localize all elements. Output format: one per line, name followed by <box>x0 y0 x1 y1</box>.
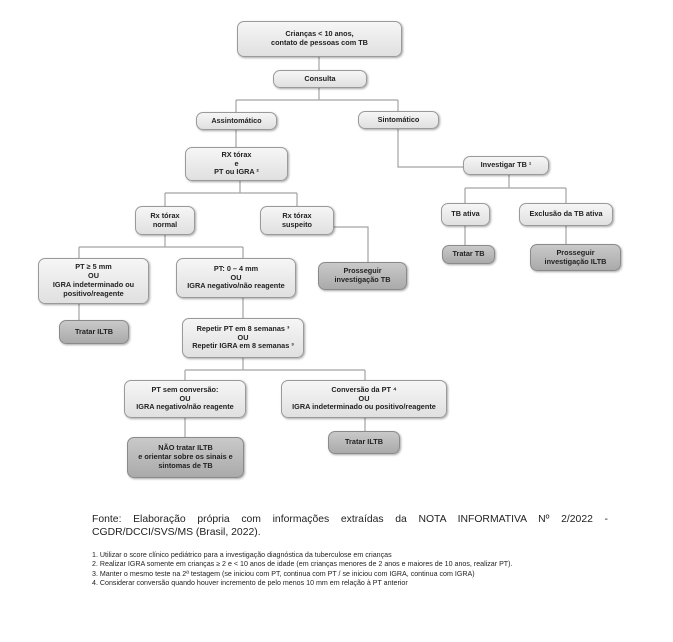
node-start-text: Crianças < 10 anos, contato de pessoas c… <box>271 29 368 47</box>
connector-sintomatico-investigar <box>397 129 463 168</box>
node-sintomatico: Sintomático <box>358 111 439 129</box>
node-sintomatico-text: Sintomático <box>377 114 420 124</box>
connector-investigar-branches <box>464 175 567 203</box>
node-pt-0-4-text: PT: 0 – 4 mm OU IGRA negativo/não reagen… <box>187 263 285 291</box>
connector-repetir-branches <box>184 358 366 380</box>
node-start: Crianças < 10 anos, contato de pessoas c… <box>237 21 402 57</box>
node-repetir-text: Repetir PT em 8 semanas ³ OU Repetir IGR… <box>192 323 294 351</box>
node-pt-sem-conversao: PT sem conversão: OU IGRA negativo/não r… <box>124 380 246 418</box>
node-assintomatico: Assintomático <box>196 112 277 130</box>
node-nao-tratar-iltb: NÃO tratar ILTB e orientar sobre os sina… <box>127 437 244 478</box>
node-exclusao-tb: Exclusão da TB ativa <box>519 203 613 226</box>
node-conversao-pt: Conversão da PT ⁴ OU IGRA indeterminado … <box>281 380 447 418</box>
connector-normal-branches <box>78 235 244 258</box>
node-tratar-tb-text: Tratar TB <box>452 249 485 259</box>
node-prosseguir-iltb-text: Prosseguir investigação ILTB <box>544 247 607 266</box>
node-consulta: Consulta <box>273 70 367 88</box>
node-pt-sem-conversao-text: PT sem conversão: OU IGRA negativo/não r… <box>136 384 234 412</box>
node-rx-normal-text: Rx tórax normal <box>150 210 180 229</box>
node-tratar-iltb-1: Tratar ILTB <box>59 320 129 344</box>
footnote-1: 1. Utilizar o score clínico pediátrico p… <box>92 551 392 559</box>
connector-consulta-branches <box>235 88 399 112</box>
node-tratar-iltb-2-text: Tratar ILTB <box>345 437 383 447</box>
node-rx-normal: Rx tórax normal <box>135 206 195 235</box>
node-conversao-pt-text: Conversão da PT ⁴ OU IGRA indeterminado … <box>292 384 436 412</box>
node-repetir: Repetir PT em 8 semanas ³ OU Repetir IGR… <box>182 318 304 358</box>
node-investigar-tb-text: Investigar TB ¹ <box>480 160 532 170</box>
node-investigar-tb: Investigar TB ¹ <box>463 156 549 175</box>
node-tratar-iltb-2: Tratar ILTB <box>328 431 400 454</box>
node-rx-pt-igra: RX tórax e PT ou IGRA ² <box>185 147 288 181</box>
node-pt-5mm: PT ≥ 5 mm OU IGRA indeterminado ou posit… <box>38 258 149 304</box>
footnote-2: 2. Realizar IGRA somente em crianças ≥ 2… <box>92 560 513 569</box>
footnote-3: 3. Manter o mesmo teste na 2ª testagem (… <box>92 569 475 578</box>
node-tb-ativa: TB ativa <box>441 203 490 226</box>
node-tratar-tb: Tratar TB <box>442 245 495 264</box>
connector-rx-branches <box>164 181 298 206</box>
node-pt-0-4: PT: 0 – 4 mm OU IGRA negativo/não reagen… <box>176 258 296 298</box>
source-caption: Fonte: Elaboração própria com informaçõe… <box>92 514 608 538</box>
node-nao-tratar-iltb-text: NÃO tratar ILTB e orientar sobre os sina… <box>138 443 233 470</box>
node-prosseguir-tb-text: Prosseguir investigação TB <box>334 266 391 284</box>
node-tb-ativa-text: TB ativa <box>451 209 480 219</box>
node-pt-5mm-text: PT ≥ 5 mm OU IGRA indeterminado ou posit… <box>52 262 135 298</box>
node-tratar-iltb-1-text: Tratar ILTB <box>75 326 113 336</box>
node-rx-suspeito-text: Rx tórax suspeito <box>281 210 312 229</box>
node-rx-suspeito: Rx tórax suspeito <box>260 206 334 235</box>
node-exclusao-tb-text: Exclusão da TB ativa <box>529 209 603 219</box>
node-prosseguir-tb: Prosseguir investigação TB <box>318 262 407 290</box>
footnotes: 1. Utilizar o score clínico pediátrico p… <box>92 551 652 589</box>
node-consulta-text: Consulta <box>304 73 336 83</box>
node-rx-pt-igra-text: RX tórax e PT ou IGRA ² <box>214 149 259 177</box>
node-prosseguir-iltb: Prosseguir investigação ILTB <box>530 244 621 271</box>
node-assintomatico-text: Assintomático <box>211 115 262 125</box>
footnote-4: 4. Considerar conversão quando houver in… <box>92 579 408 588</box>
